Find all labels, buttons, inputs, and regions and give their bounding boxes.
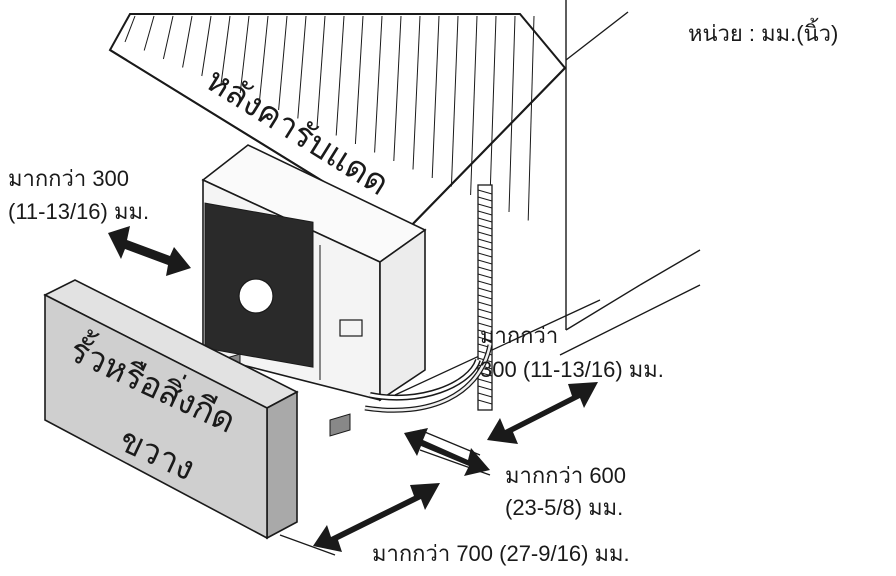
roof-hatch-line xyxy=(489,15,497,204)
pipe-coil-line xyxy=(477,329,493,335)
side-clearance-label: มากกว่า 700 (27-9/16) มม. xyxy=(372,541,630,566)
pipe-coil-line xyxy=(477,392,493,398)
pipe-coil-line xyxy=(477,224,493,230)
arrow-left-clearance xyxy=(108,226,191,276)
front-clearance-line1: มากกว่า 600 xyxy=(505,463,627,488)
roof-hatch-line xyxy=(316,15,326,128)
pipe-coil-line xyxy=(477,217,493,223)
pipe-coil-line xyxy=(477,280,493,286)
clearance-arrows xyxy=(108,226,598,552)
roof-hatch-line xyxy=(220,15,231,85)
roof-hatch-line xyxy=(508,15,516,213)
left-clearance-line1: มากกว่า 300 xyxy=(8,166,130,191)
pipe-coil-line xyxy=(477,308,493,314)
unit-label: หน่วย : มม.(นิ้ว) xyxy=(688,21,839,46)
pipe-coil-line xyxy=(477,196,493,202)
outdoor-unit xyxy=(201,144,493,437)
pipe-coil-line xyxy=(477,399,493,405)
roof-hatch-line xyxy=(354,15,364,145)
sun-roof xyxy=(108,13,567,234)
right-clearance-line2: 300 (11-13/16) มม. xyxy=(480,357,664,382)
roof-hatch-line xyxy=(335,15,345,136)
pipe-coil-line xyxy=(477,322,493,328)
arrow-right-clearance xyxy=(487,382,598,444)
ground-lines xyxy=(279,299,601,556)
roof-hatch-line xyxy=(278,15,288,111)
right-clearance-line1: มากกว่า xyxy=(480,323,559,348)
left-clearance-line2: (11-13/16) มม. xyxy=(8,199,150,224)
roof-hatch-line xyxy=(393,15,402,162)
pipe-coil-line xyxy=(477,252,493,258)
pipe-coil-line xyxy=(477,273,493,279)
roof-hatch-line xyxy=(258,15,269,102)
front-clearance-line2: (23-5/8) มม. xyxy=(505,495,624,520)
arrow-front-clearance xyxy=(404,428,490,476)
obstacle-panel xyxy=(43,279,299,540)
roof-hatch-line xyxy=(374,15,383,153)
pipe-coil-line xyxy=(477,259,493,265)
roof-hatch-line xyxy=(182,15,193,68)
pipe-coil-line xyxy=(477,294,493,300)
roof-hatch-line xyxy=(470,15,478,196)
pipe-coil-line xyxy=(477,287,493,293)
pipe-coil-line xyxy=(477,189,493,195)
pipe-coil-line xyxy=(477,378,493,384)
roof-hatch-line xyxy=(124,15,136,43)
pipe-coil-line xyxy=(477,385,493,391)
pipe-coil-line xyxy=(477,203,493,209)
pipe-coil-line xyxy=(477,266,493,272)
wall-lines xyxy=(559,0,701,356)
roof-hatch-line xyxy=(143,15,155,51)
roof-hatch-line xyxy=(431,15,440,179)
pipe-coil-line xyxy=(477,210,493,216)
arrow-side-clearance xyxy=(313,483,440,552)
pipe-coil-line xyxy=(477,315,493,321)
pipe-coil-line xyxy=(477,238,493,244)
pipe-coil-line xyxy=(477,301,493,307)
roof-hatch-line xyxy=(412,15,421,170)
roof-hatch-line xyxy=(527,15,535,221)
pipe-coil-line xyxy=(477,336,493,342)
roof-hatch-line xyxy=(450,15,459,187)
pipe-coil-line xyxy=(477,231,493,237)
roof-hatch-line xyxy=(201,15,212,77)
roof-hatch-line xyxy=(162,15,174,60)
pipe-coil-line xyxy=(477,245,493,251)
roof-hatch-line xyxy=(297,15,307,119)
roof-hatch-line xyxy=(239,15,250,94)
